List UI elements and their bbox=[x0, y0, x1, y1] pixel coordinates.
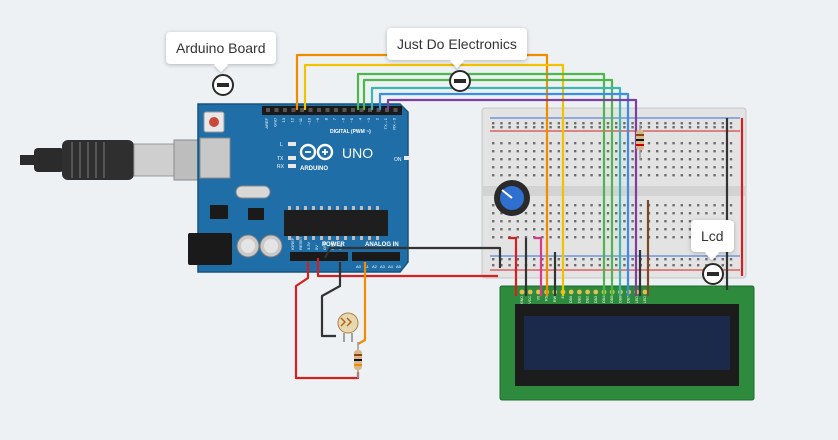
power-pin-label: IOREF bbox=[290, 237, 295, 250]
electronics-label: Just Do Electronics bbox=[397, 36, 517, 52]
lcd-label: Lcd bbox=[701, 228, 724, 244]
lcd-pin-label: E bbox=[561, 295, 565, 298]
power-pin-label: RESET bbox=[298, 236, 303, 250]
digital-pin-label: TX→1 bbox=[383, 117, 388, 129]
lcd-pin-label: RW bbox=[553, 295, 557, 302]
lcd-pin-label: LED bbox=[635, 296, 639, 303]
lcd-module[interactable]: GND VCC V0 RS RW E DB0 DB1 DB2 DB3 DB4 DB5 DB6 DB7 LED… bbox=[499, 285, 755, 401]
usb-cable[interactable] bbox=[20, 139, 215, 181]
digital-label: DIGITAL (PWM ~) bbox=[330, 129, 371, 135]
lcd-callout[interactable]: Lcd bbox=[691, 220, 734, 252]
power-pin-label: GND bbox=[330, 241, 335, 250]
lcd-pin-label: DB7 bbox=[627, 296, 631, 303]
power-pin-label: 3.3V bbox=[306, 241, 311, 250]
lcd-pin-icon[interactable] bbox=[702, 263, 724, 285]
tx-label: TX bbox=[277, 156, 284, 162]
digital-pin-label: ~5 bbox=[349, 117, 354, 122]
power-pin-label: 5V bbox=[314, 245, 319, 250]
digital-pin-label: 2 bbox=[375, 117, 380, 120]
lcd-screen bbox=[524, 316, 730, 370]
digital-pin-label: RX←0 bbox=[392, 117, 397, 130]
digital-pin-label: ~11 bbox=[298, 117, 303, 124]
wire-black-ldr bbox=[320, 262, 342, 338]
digital-pin-label: ~6 bbox=[341, 117, 346, 122]
digital-pin-label: 4 bbox=[358, 117, 363, 120]
digital-pin-label: 7 bbox=[332, 117, 337, 120]
wire-orange-a0 bbox=[357, 262, 367, 345]
digital-pin-label: 13 bbox=[281, 117, 286, 122]
power-label: POWER bbox=[322, 242, 345, 248]
digital-pin-label: ~9 bbox=[315, 117, 320, 122]
analog-pin-label: A2 bbox=[372, 264, 378, 269]
arduino-board-label: Arduino Board bbox=[176, 40, 266, 56]
lcd-pin-label: DB1 bbox=[577, 296, 581, 303]
wire-green bbox=[356, 72, 606, 296]
analog-pin-label: A3 bbox=[380, 264, 386, 269]
arduino-board[interactable]: UNO ARDUINO DIGITAL (PWM ~) POWER ANALOG… bbox=[188, 103, 410, 273]
on-label: ON bbox=[394, 157, 402, 163]
wire-green2 bbox=[362, 78, 614, 296]
digital-pin-label: 12 bbox=[290, 117, 295, 122]
arduino-board-pin-icon[interactable] bbox=[212, 74, 234, 96]
lcd-pin-label: DB0 bbox=[569, 296, 573, 303]
lcd-pin-label: VCC bbox=[528, 296, 532, 304]
wire-teal bbox=[370, 86, 622, 296]
analog-label: ANALOG IN bbox=[365, 242, 399, 248]
arduino-board-callout[interactable]: Arduino Board bbox=[166, 32, 276, 64]
arduino-logo bbox=[299, 143, 334, 161]
analog-pin-label: A4 bbox=[388, 264, 394, 269]
wire-yellow bbox=[303, 63, 565, 296]
lcd-pin-label: DB3 bbox=[594, 296, 598, 303]
lcd-pin-label: DB5 bbox=[610, 296, 614, 303]
l-label: L bbox=[280, 142, 283, 148]
board-brand: ARDUINO bbox=[300, 166, 328, 172]
wire-blue bbox=[378, 92, 630, 296]
wire-purple bbox=[386, 98, 638, 296]
digital-pin-label: AREF bbox=[264, 117, 269, 128]
rx-label: RX bbox=[277, 164, 285, 170]
lcd-pin-label: V0 bbox=[536, 296, 540, 300]
resistor-ldr bbox=[354, 342, 362, 378]
resistor-breadboard bbox=[636, 125, 644, 160]
electronics-pin-icon[interactable] bbox=[449, 70, 471, 92]
lcd-pin-label: GND bbox=[520, 296, 524, 304]
digital-pin-label: ~10 bbox=[307, 117, 312, 125]
analog-pin-label: A0 bbox=[356, 264, 362, 269]
lcd-pin-label: RS bbox=[545, 295, 549, 301]
photoresistor bbox=[337, 312, 359, 342]
analog-pin-label: A1 bbox=[364, 264, 370, 269]
power-pin-label: GND bbox=[322, 241, 327, 250]
lcd-pin-labels: GND VCC V0 RS RW E DB0 DB1 DB2 DB3 DB4 DB5 DB6 DB7 LED… bbox=[520, 295, 647, 304]
wire-black-gnd bbox=[324, 246, 502, 268]
electronics-callout[interactable]: Just Do Electronics bbox=[387, 28, 527, 60]
lcd-pin-label: DB4 bbox=[602, 296, 606, 303]
lcd-pin-label: LED bbox=[643, 296, 647, 303]
digital-pin-label: GND bbox=[273, 118, 278, 127]
lcd-pin-label: DB2 bbox=[586, 296, 590, 303]
digital-pin-label: 8 bbox=[324, 117, 329, 120]
potentiometer[interactable] bbox=[494, 180, 530, 216]
board-model: UNO bbox=[342, 145, 373, 161]
analog-pin-label: A5 bbox=[396, 264, 402, 269]
lcd-pin-label: DB6 bbox=[618, 296, 622, 303]
digital-pin-label: ~3 bbox=[366, 117, 371, 122]
wire-red-5v bbox=[316, 258, 498, 278]
